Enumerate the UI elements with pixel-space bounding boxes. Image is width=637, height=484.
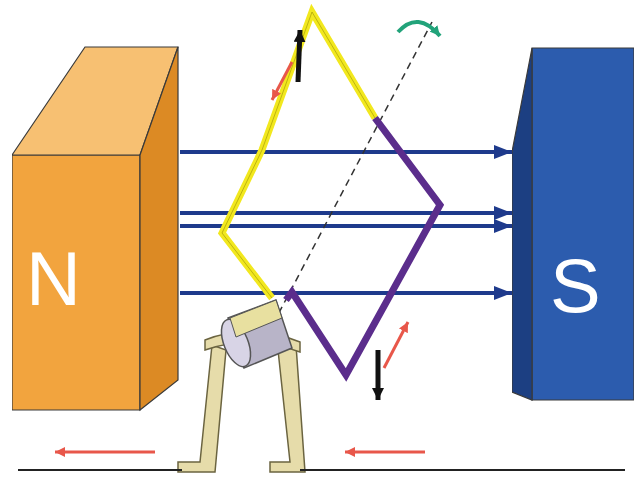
force-arrow [298,30,300,82]
south-magnet: S [512,40,634,402]
magnet-block [512,40,634,402]
rotation-arrow [398,22,440,36]
pole-label: S [550,248,601,324]
field-line [180,150,512,154]
wire [18,469,182,471]
pole-label: N [26,241,81,317]
current-arrow [384,322,408,368]
current-arrow [55,451,155,454]
coil-yellow [222,12,375,298]
force-arrow [376,350,381,400]
commutator [216,300,292,371]
current-arrow [272,62,292,100]
current-arrow [345,451,425,454]
field-line [180,291,512,295]
magnet-block [12,45,180,413]
wire [300,469,625,471]
coil-purple [286,118,440,375]
north-magnet: N [12,45,180,413]
